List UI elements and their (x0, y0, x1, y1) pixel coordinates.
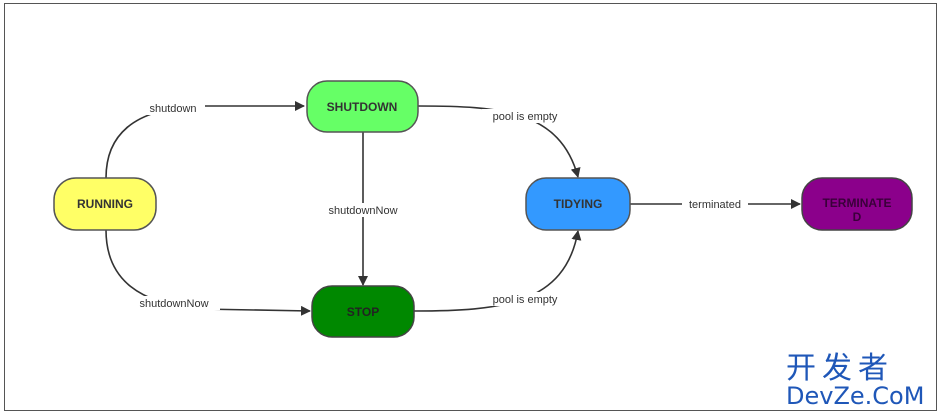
diagram-frame (4, 3, 937, 411)
state-tidying (525, 177, 631, 231)
edge-running-to-shutdown (105, 101, 305, 179)
edge-label-terminated: terminated (689, 199, 741, 211)
state-terminated (801, 177, 913, 231)
state-terminated-label-line2: D (853, 210, 862, 224)
edge-label-pool-empty-top: pool is empty (493, 111, 558, 123)
state-shutdown-label: SHUTDOWN (327, 100, 398, 114)
state-tidying-label: TIDYING (554, 197, 603, 211)
edge-label-shutdown-shutdownnow: shutdownNow (328, 205, 397, 217)
state-stop (311, 285, 415, 338)
edge-label-pool-empty-bottom: pool is empty (493, 294, 558, 306)
edge-label-bg (482, 109, 568, 123)
edge-label-shutdown: shutdown (149, 103, 196, 115)
edge-label-bg (682, 197, 748, 211)
state-running-label: RUNNING (77, 197, 133, 211)
edge-label-bg (482, 292, 568, 306)
watermark-latin: DevZe.CoM (786, 382, 924, 410)
state-terminated-label-line1: TERMINATE (822, 196, 891, 210)
edge-label-running-shutdownnow: shutdownNow (139, 298, 208, 310)
state-stop-label: STOP (347, 305, 379, 319)
state-shutdown (306, 80, 419, 133)
watermark-chinese: 开发者 (786, 351, 894, 386)
edge-label-bg (128, 296, 220, 310)
state-running (53, 177, 157, 231)
edge-label-bg (318, 203, 408, 217)
edge-label-bg (141, 101, 205, 115)
